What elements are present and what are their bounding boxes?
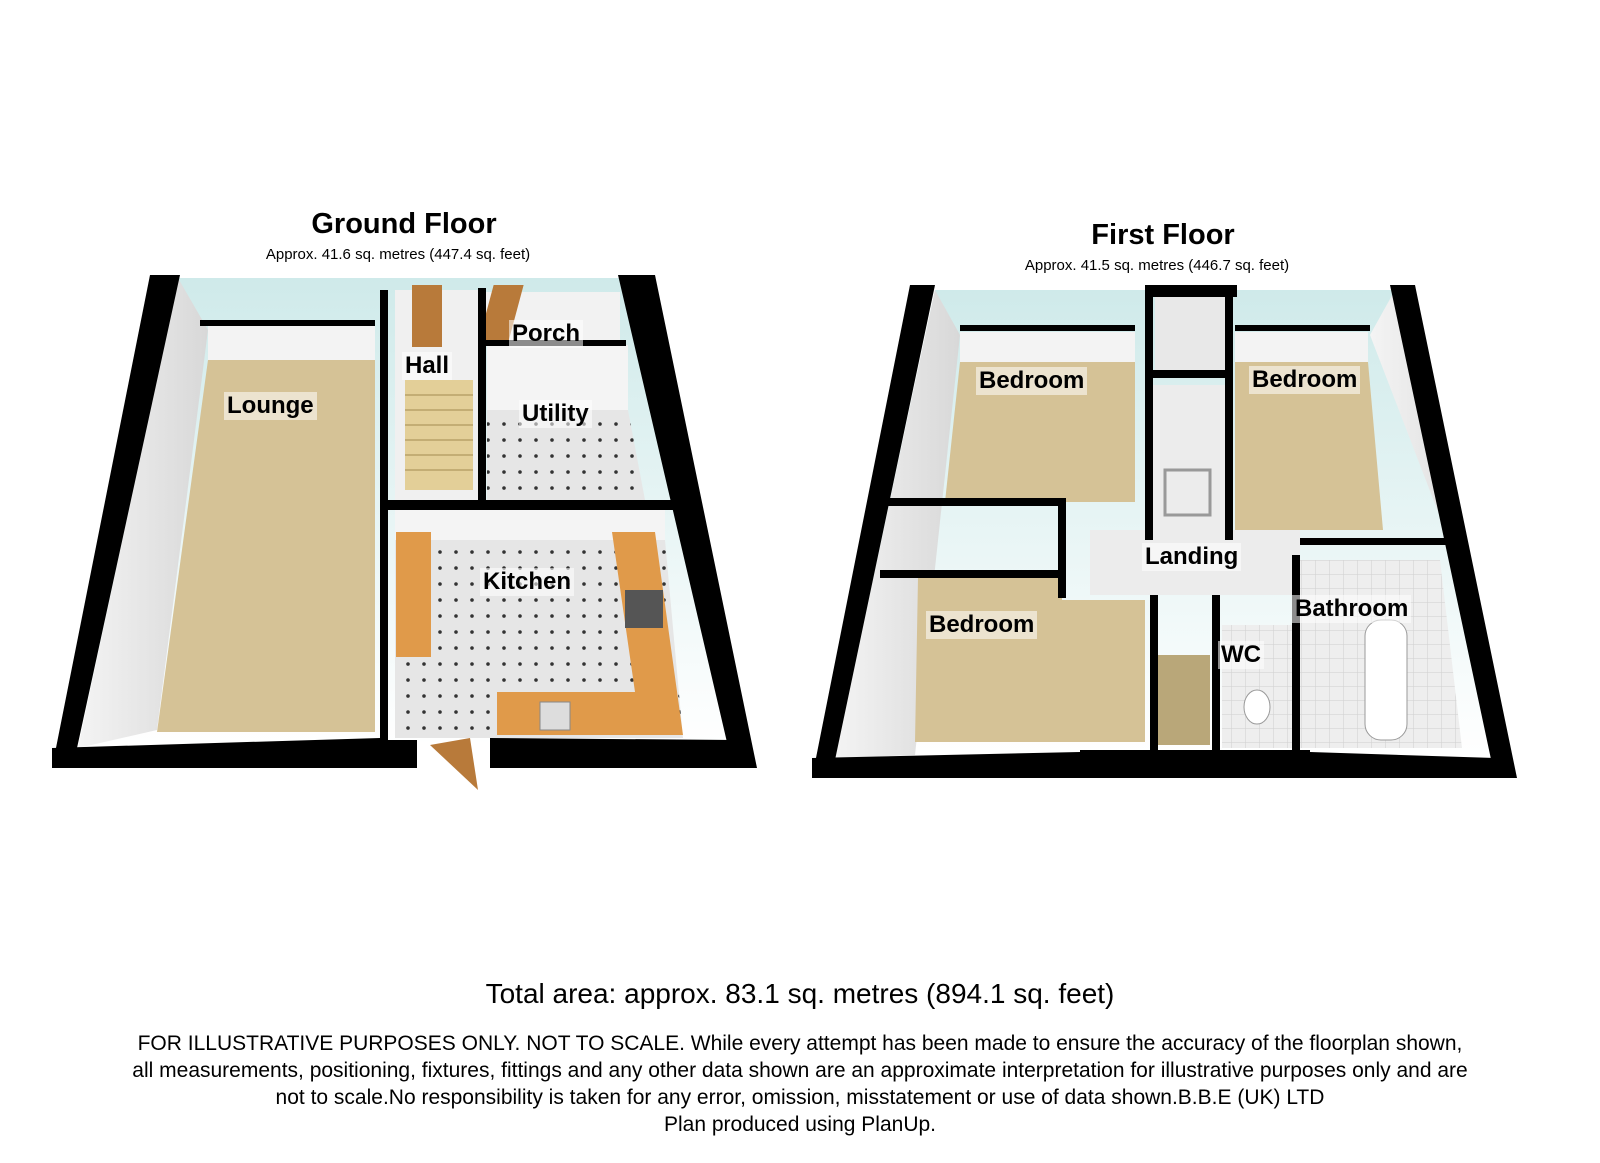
room-label-lounge: Lounge — [224, 392, 317, 420]
hob-icon — [625, 590, 663, 628]
bedroom-3-floor — [915, 578, 1145, 742]
disclaimer-line: all measurements, positioning, fixtures,… — [132, 1059, 1468, 1082]
hall-door — [412, 285, 442, 347]
disclaimer: FOR ILLUSTRATIVE PURPOSES ONLY. NOT TO S… — [15, 1030, 1585, 1138]
ground-right-wall — [618, 275, 757, 768]
ground-floor-area: Approx. 41.6 sq. metres (447.4 sq. feet) — [265, 246, 531, 263]
first-floor-area: Approx. 41.5 sq. metres (446.7 sq. feet) — [1024, 257, 1290, 274]
utility-floor — [487, 410, 645, 500]
bedroom-2-floor — [1235, 362, 1383, 530]
room-label-bedroom-1: Bedroom — [976, 367, 1088, 395]
disclaimer-line: FOR ILLUSTRATIVE PURPOSES ONLY. NOT TO S… — [137, 1032, 1463, 1055]
kitchen-counter-right — [497, 532, 683, 735]
stairs — [405, 380, 473, 490]
ground-left-wall — [52, 275, 180, 768]
lounge-left-wall-face — [78, 278, 208, 748]
room-label-porch: Porch — [509, 320, 584, 348]
room-label-wc: WC — [1218, 641, 1264, 669]
ground-floor-plan — [52, 275, 757, 790]
room-label-bedroom-3: Bedroom — [926, 611, 1038, 639]
toilet-icon — [1243, 689, 1271, 725]
first-floor-title: First Floor — [1091, 219, 1235, 251]
total-area: Total area: approx. 83.1 sq. metres (894… — [485, 978, 1115, 1009]
room-label-landing: Landing — [1142, 543, 1242, 571]
room-label-utility: Utility — [519, 400, 592, 428]
landing-floor — [1090, 385, 1300, 595]
lounge-floor — [157, 360, 375, 732]
front-door — [430, 738, 478, 790]
room-label-kitchen: Kitchen — [480, 568, 575, 596]
first-floor-plan — [812, 285, 1517, 778]
sink-icon — [539, 701, 571, 731]
stair-rail — [1163, 468, 1212, 517]
room-label-hall: Hall — [402, 352, 453, 380]
room-label-bathroom: Bathroom — [1292, 595, 1412, 623]
disclaimer-line: Plan produced using PlanUp. — [663, 1113, 936, 1136]
ground-floor-title: Ground Floor — [311, 208, 497, 240]
kitchen-counter-left — [396, 532, 431, 657]
bath-icon — [1364, 619, 1408, 741]
first-left-wall — [812, 285, 935, 778]
cupboard-floor — [1155, 655, 1210, 745]
kitchen-floor — [395, 540, 683, 738]
room-label-bedroom-2: Bedroom — [1249, 366, 1361, 394]
first-right-wall — [1390, 285, 1517, 778]
bedroom-1-floor — [945, 362, 1135, 502]
disclaimer-line: not to scale.No responsibility is taken … — [275, 1086, 1325, 1109]
